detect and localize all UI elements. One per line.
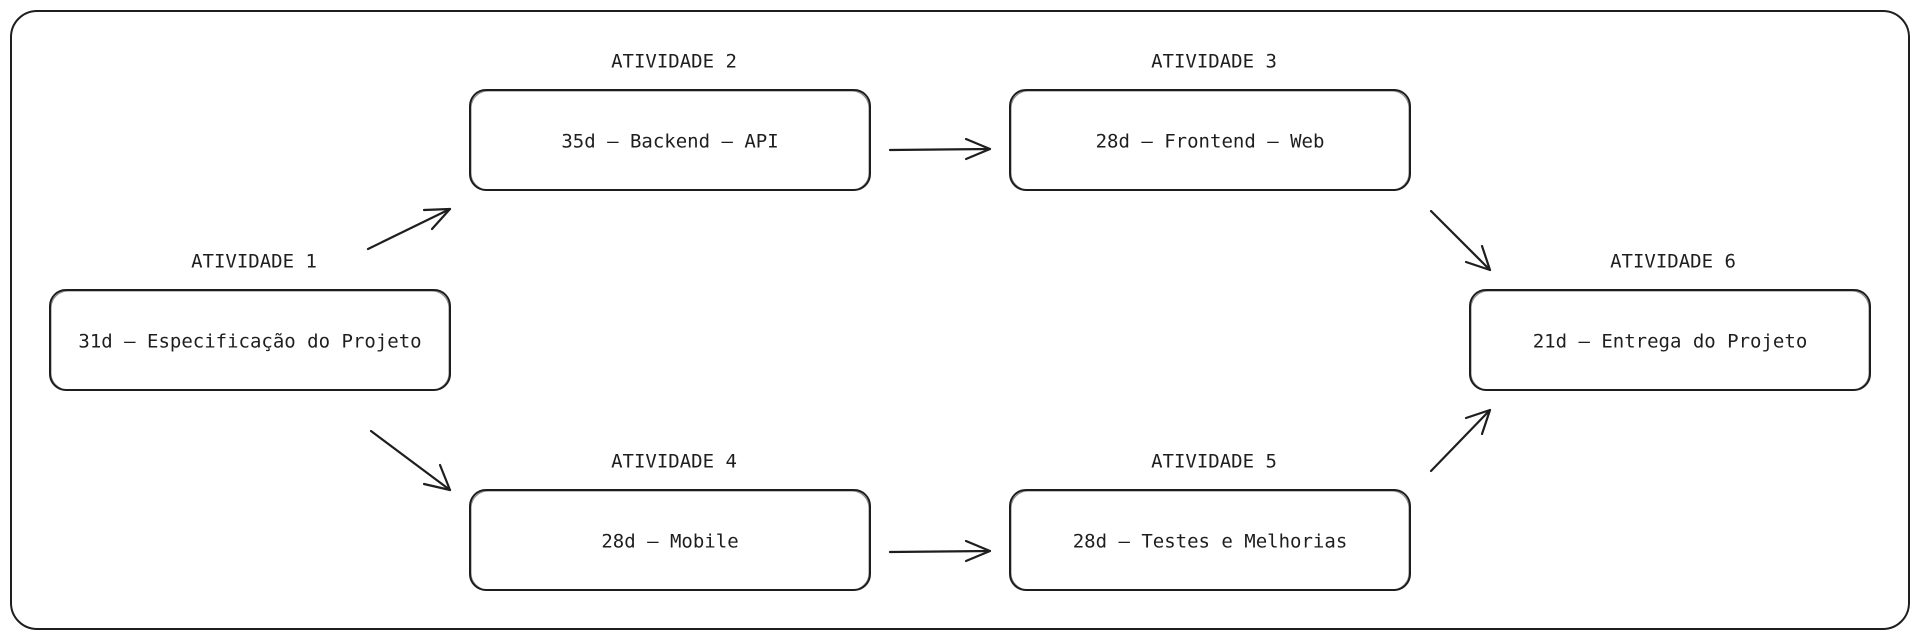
activity-1-title: ATIVIDADE 1 — [191, 251, 317, 273]
activity-5-box-outline — [1010, 490, 1410, 591]
activity-3-node[interactable]: ATIVIDADE 3 28d – Frontend – Web — [1009, 51, 1411, 191]
activity-1-box-outline — [50, 290, 450, 391]
activity-4-node[interactable]: ATIVIDADE 4 28d – Mobile — [469, 451, 871, 591]
arrow-a1-to-a2 — [366, 207, 452, 251]
arrow-a2-to-a3 — [888, 137, 992, 161]
activity-6-box-outline — [1470, 290, 1870, 391]
arrow-a4-to-a5 — [888, 539, 992, 563]
activity-6-label: 21d – Entrega do Projeto — [1533, 331, 1808, 353]
activity-1-node[interactable]: ATIVIDADE 1 31d – Especificação do Proje… — [49, 251, 451, 391]
diagram-frame — [10, 10, 1910, 630]
activity-2-label: 35d – Backend – API — [561, 131, 778, 153]
activity-5-title: ATIVIDADE 5 — [1151, 451, 1277, 473]
arrow-a3-to-a6 — [1429, 209, 1492, 272]
activity-5-node[interactable]: ATIVIDADE 5 28d – Testes e Melhorias — [1009, 451, 1411, 591]
activity-4-label: 28d – Mobile — [601, 531, 738, 553]
activity-2-box-outline — [470, 90, 870, 191]
activity-3-label: 28d – Frontend – Web — [1096, 131, 1325, 153]
activity-3-title: ATIVIDADE 3 — [1151, 51, 1277, 73]
activity-3-box-outline — [1010, 90, 1410, 191]
arrow-a1-to-a4 — [369, 429, 452, 492]
activity-4-box-outline — [470, 490, 870, 591]
activity-1-label: 31d – Especificação do Projeto — [78, 331, 421, 353]
activity-5-label: 28d – Testes e Melhorias — [1073, 531, 1348, 553]
activity-6-title: ATIVIDADE 6 — [1610, 251, 1736, 273]
activity-4-title: ATIVIDADE 4 — [611, 451, 737, 473]
arrow-a5-to-a6 — [1429, 408, 1492, 473]
activity-2-node[interactable]: ATIVIDADE 2 35d – Backend – API — [469, 51, 871, 191]
activity-2-title: ATIVIDADE 2 — [611, 51, 737, 73]
activity-6-node[interactable]: ATIVIDADE 6 21d – Entrega do Projeto — [1469, 251, 1871, 391]
